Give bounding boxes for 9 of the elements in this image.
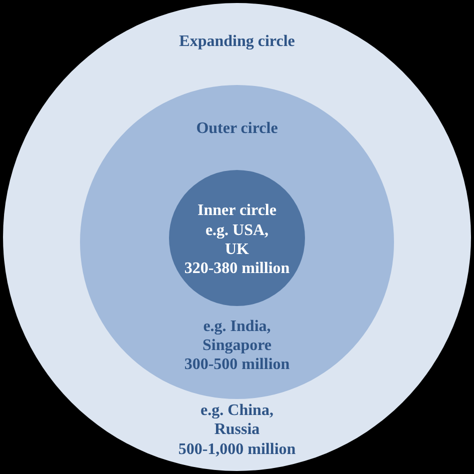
circle-title: Expanding circle bbox=[178, 32, 296, 52]
population-text: 500-1,000 million bbox=[177, 440, 297, 460]
example-text: e.g. USA, UK bbox=[204, 220, 270, 260]
population-text: 300-500 million bbox=[183, 355, 291, 374]
population-text: 320-380 million bbox=[183, 259, 291, 278]
circle-title: Outer circle bbox=[195, 119, 279, 138]
circle-title: Inner circle bbox=[196, 201, 278, 220]
example-text: e.g. India, Singapore bbox=[201, 316, 273, 356]
example-text: e.g. China, Russia bbox=[200, 400, 274, 440]
